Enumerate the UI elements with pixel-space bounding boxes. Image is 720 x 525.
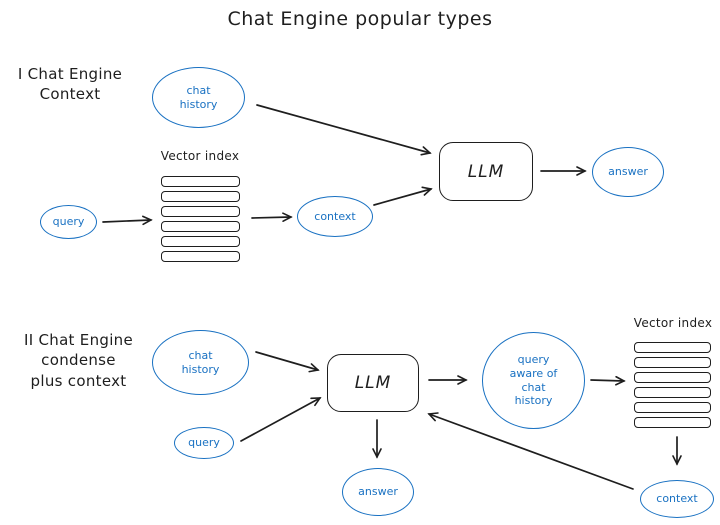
diagram-title: Chat Engine popular types bbox=[227, 8, 493, 30]
llm-node-1: LLM bbox=[439, 142, 533, 201]
arrow-query-to-vector-index-1 bbox=[102, 215, 153, 226]
vector-index-stack-1 bbox=[161, 176, 240, 262]
chat-history-node-2: chat history bbox=[152, 330, 249, 395]
vector-index-stack-2 bbox=[634, 342, 711, 428]
index-row bbox=[634, 357, 711, 368]
context-node-2: context bbox=[640, 480, 714, 518]
section-1-heading: I Chat Engine Context bbox=[17, 65, 123, 104]
vector-index-label-1: Vector index bbox=[160, 149, 240, 163]
arrow-query-to-llm-2 bbox=[240, 397, 322, 442]
query-aware-node: query aware of chat history bbox=[482, 332, 585, 429]
arrow-vector-index-to-context-1 bbox=[251, 212, 293, 223]
index-row bbox=[634, 342, 711, 353]
answer-node-1: answer bbox=[592, 147, 664, 197]
index-row bbox=[634, 372, 711, 383]
index-row bbox=[634, 402, 711, 413]
index-row bbox=[161, 191, 240, 202]
index-row bbox=[161, 251, 240, 262]
context-node-1: context bbox=[297, 196, 373, 237]
index-row bbox=[634, 387, 711, 398]
arrow-context-to-llm-1 bbox=[373, 186, 433, 206]
arrow-chat-history-to-llm-2 bbox=[255, 351, 320, 373]
index-row bbox=[161, 206, 240, 217]
answer-node-2: answer bbox=[342, 468, 414, 516]
arrow-query-aware-to-vector-index-2 bbox=[590, 375, 626, 386]
arrow-chat-history-to-llm-1 bbox=[256, 104, 432, 156]
chat-history-node-1: chat history bbox=[152, 67, 245, 128]
index-row bbox=[161, 221, 240, 232]
vector-index-label-2: Vector index bbox=[633, 316, 713, 330]
index-row bbox=[161, 176, 240, 187]
llm-node-2: LLM bbox=[327, 354, 419, 412]
query-node-1: query bbox=[40, 205, 97, 239]
index-row bbox=[161, 236, 240, 247]
index-row bbox=[634, 417, 711, 428]
section-2-heading: II Chat Engine condense plus context bbox=[23, 331, 134, 390]
query-node-2: query bbox=[174, 427, 234, 459]
